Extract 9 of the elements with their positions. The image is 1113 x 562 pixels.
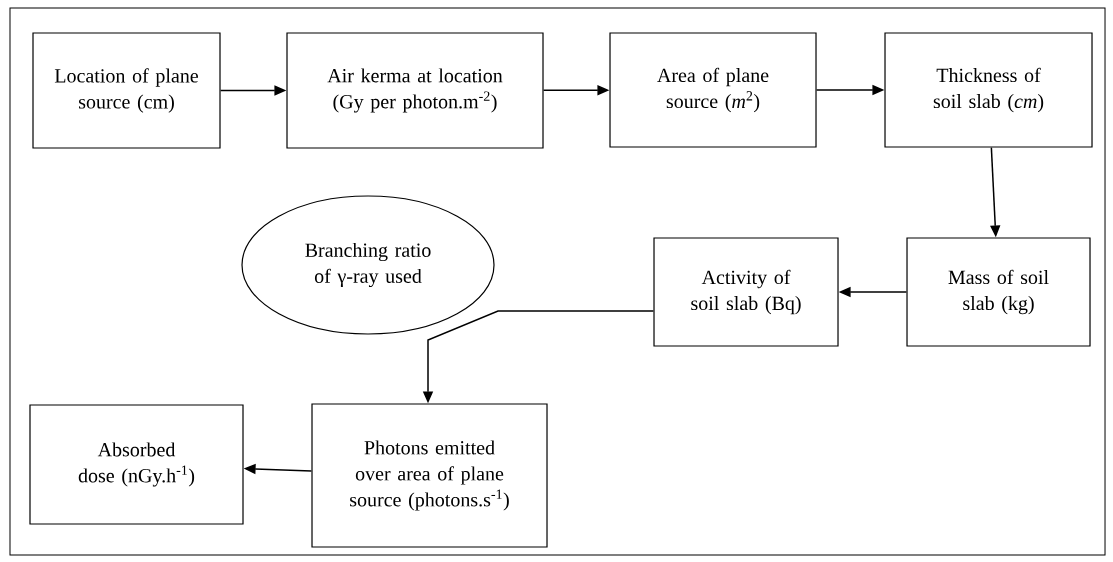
process-box: Absorbed dose (nGy.h$^{-1}$) xyxy=(29,404,244,525)
process-box: Photons emitted over area of plane source (photons.s$^{-1}$) xyxy=(311,403,548,548)
ellipse-node: Branching ratio of γ-ray used xyxy=(241,195,495,335)
process-box: Location of plane source (cm) xyxy=(32,32,221,149)
process-box: Thickness of soil slab (cm) xyxy=(884,32,1093,148)
process-box: Air kerma at location (Gy per photon.m$^{-2}$) xyxy=(286,32,544,149)
process-box: Area of plane source (m$^{2}$) xyxy=(609,32,817,148)
process-box: Activity of soil slab (Bq) xyxy=(653,237,839,347)
process-box: Mass of soil slab (kg) xyxy=(906,237,1091,347)
